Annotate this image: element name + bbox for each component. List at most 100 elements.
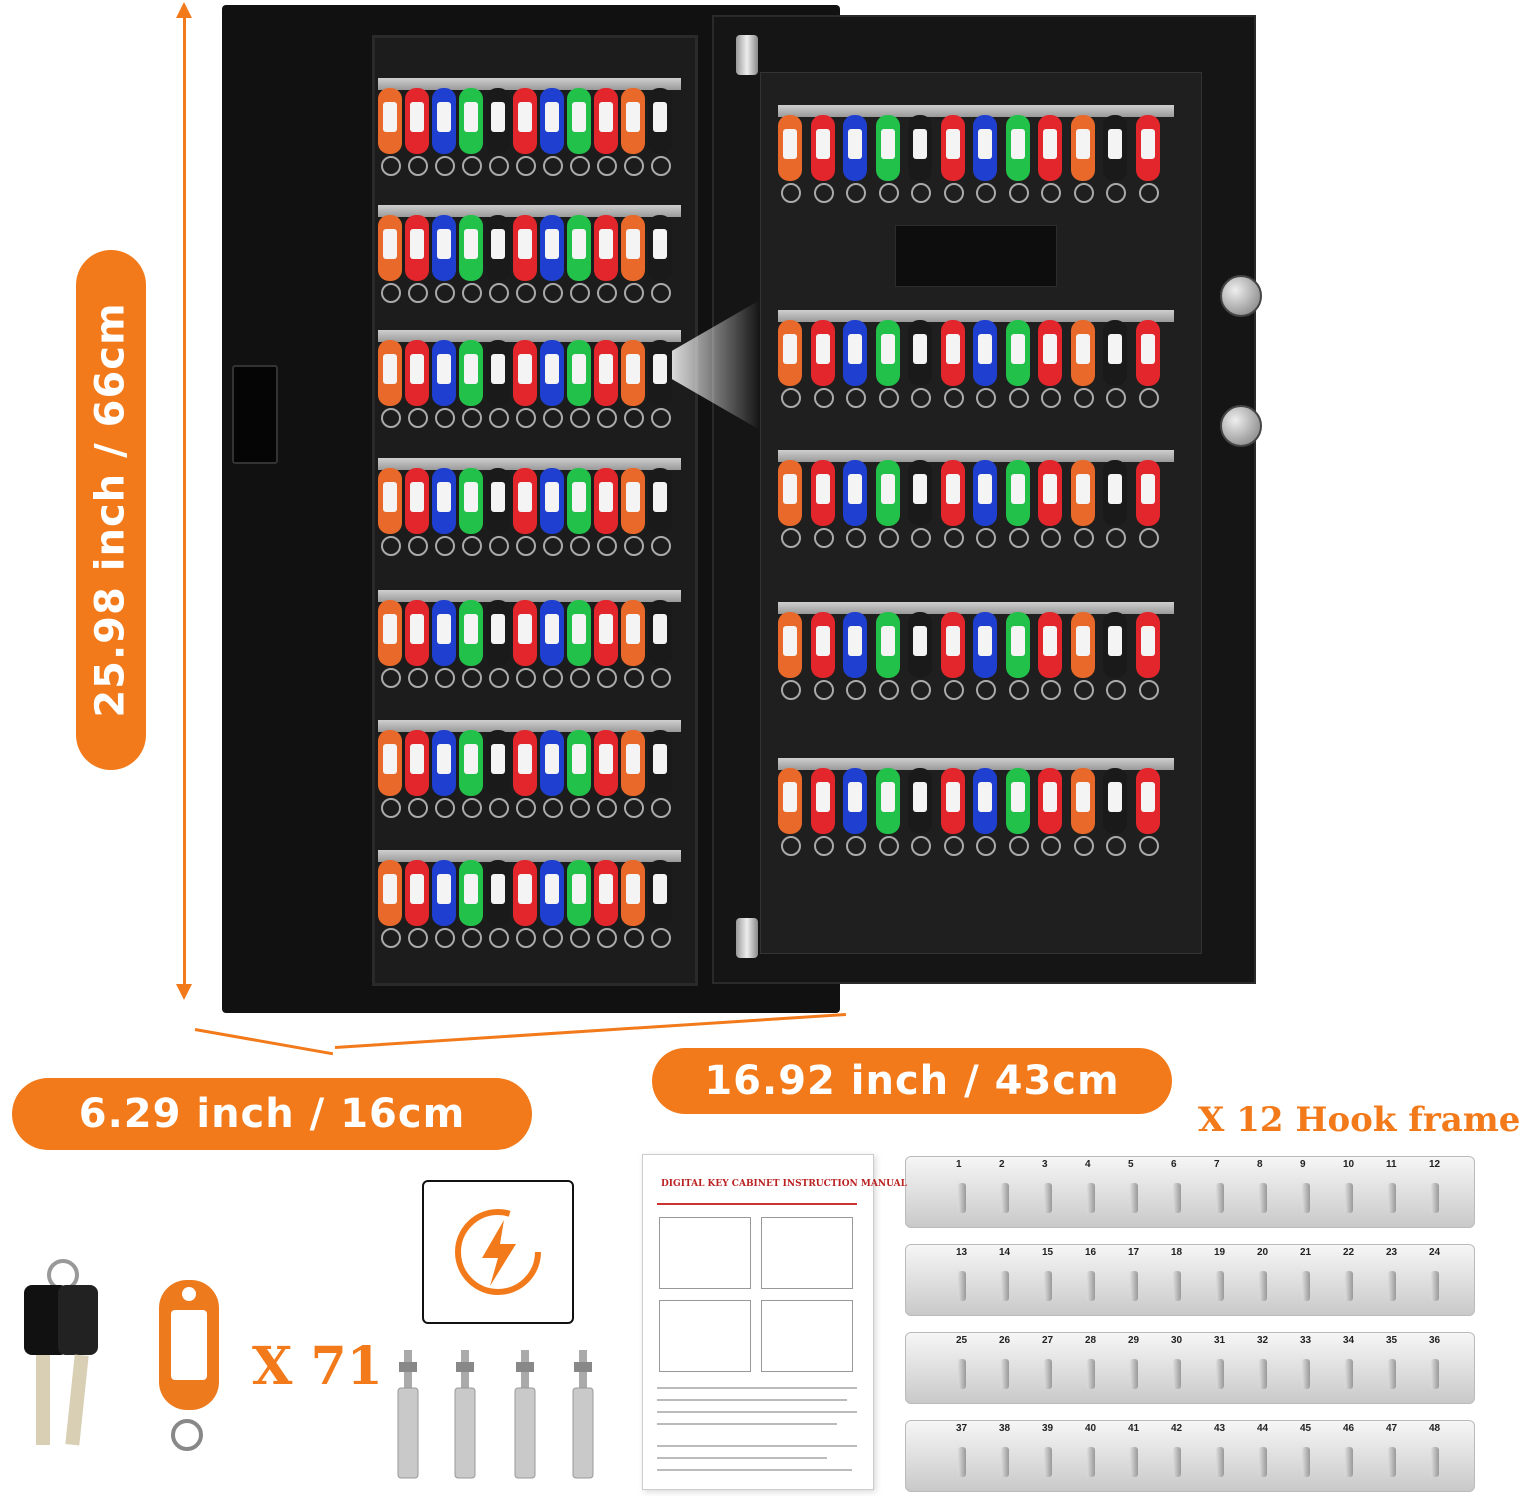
manual-text-line	[657, 1423, 837, 1425]
key-ring	[1106, 680, 1126, 700]
key-tag	[432, 340, 456, 406]
hook-number: 42	[1171, 1423, 1183, 1434]
key-tag	[810, 612, 835, 678]
key-tag	[973, 460, 997, 526]
key-ring	[1138, 836, 1159, 856]
key-ring	[489, 798, 509, 818]
key-ring	[381, 668, 401, 688]
key-tag	[843, 768, 867, 834]
key-ring	[846, 680, 866, 700]
key-tag	[594, 88, 618, 154]
key-ring	[1073, 183, 1094, 203]
key-ring	[878, 680, 899, 700]
key-ring	[516, 283, 536, 303]
key-tag	[513, 215, 537, 281]
key-tag	[1103, 460, 1127, 526]
key-ring	[597, 283, 617, 303]
key-tag	[648, 468, 672, 534]
key-tag	[940, 460, 965, 526]
key-ring	[381, 283, 401, 303]
hook-number: 23	[1386, 1247, 1398, 1258]
hook-slot	[1087, 1359, 1095, 1389]
key-tag	[1070, 115, 1095, 181]
key-tag	[843, 115, 867, 181]
width-arrow	[334, 1012, 847, 1049]
hook-number: 16	[1085, 1247, 1097, 1258]
depth-dimension-badge: 6.29 inch / 16cm	[12, 1078, 532, 1150]
key-tag	[486, 600, 510, 666]
key-ring	[597, 928, 617, 948]
hook-rail	[378, 330, 681, 342]
key-ring	[1106, 388, 1126, 408]
key-ring	[570, 928, 590, 948]
key-ring	[846, 528, 866, 548]
key-ring	[462, 536, 482, 556]
hook-slot	[1259, 1359, 1267, 1389]
key-ring	[543, 283, 563, 303]
hook-slot	[1001, 1183, 1009, 1213]
hook-number: 44	[1257, 1423, 1269, 1434]
key-tag	[810, 460, 835, 526]
key-ring	[1138, 680, 1159, 700]
hook-number: 17	[1128, 1247, 1140, 1258]
hook-rail	[778, 602, 1174, 614]
key-tag	[459, 860, 483, 926]
key-ring	[570, 283, 590, 303]
key-ring	[624, 156, 644, 176]
key-tag	[486, 730, 510, 796]
hook-rail	[778, 310, 1174, 322]
key-tag	[405, 860, 429, 926]
key-tag	[908, 115, 932, 181]
key-tag	[621, 340, 645, 406]
key-tag	[567, 600, 591, 666]
hook-slot	[1044, 1447, 1052, 1477]
key-ring	[408, 798, 428, 818]
width-label: 16.92 inch / 43cm	[704, 1058, 1120, 1104]
hook-number: 24	[1429, 1247, 1441, 1258]
key-ring	[462, 408, 482, 428]
key-tag	[810, 768, 835, 834]
key-ring	[976, 528, 996, 548]
key-ring	[435, 408, 455, 428]
key-ring	[1138, 528, 1159, 548]
hook-slot	[958, 1447, 966, 1477]
key-ring	[1138, 183, 1159, 203]
key-tag	[778, 460, 802, 526]
key-ring	[943, 528, 964, 548]
key-ring	[408, 536, 428, 556]
key-ring	[489, 408, 509, 428]
height-arrow	[183, 6, 186, 996]
key-tag	[648, 730, 672, 796]
cabinet-side-slot	[232, 365, 278, 464]
lightning-bolt-icon	[455, 1209, 541, 1295]
hook-slot	[1044, 1359, 1052, 1389]
height-label: 25.98 inch / 66cm	[88, 302, 134, 718]
emergency-keys-icon	[24, 1259, 98, 1446]
key-ring	[570, 668, 590, 688]
key-tag	[940, 115, 965, 181]
depth-label: 6.29 inch / 16cm	[78, 1091, 466, 1137]
hook-slot	[1345, 1271, 1353, 1301]
key-ring	[943, 388, 964, 408]
key-tag	[378, 730, 402, 796]
key-tag	[1135, 612, 1160, 678]
key-tag	[908, 768, 932, 834]
key-tag	[432, 860, 456, 926]
key-tag	[875, 768, 900, 834]
key-tag	[567, 730, 591, 796]
key-ring	[976, 183, 996, 203]
key-ring	[543, 928, 563, 948]
hook-number: 34	[1343, 1335, 1355, 1346]
hook-slot	[1001, 1271, 1009, 1301]
key-ring	[781, 183, 801, 203]
hook-slot	[1173, 1183, 1181, 1213]
hook-slot	[1216, 1359, 1224, 1389]
door-lock-bolt-bottom	[1220, 405, 1262, 447]
key-tag	[1005, 768, 1030, 834]
key-ring	[543, 798, 563, 818]
key-ring	[381, 536, 401, 556]
key-ring	[624, 536, 644, 556]
key-ring	[976, 836, 996, 856]
key-ring	[489, 668, 509, 688]
key-tag	[459, 730, 483, 796]
